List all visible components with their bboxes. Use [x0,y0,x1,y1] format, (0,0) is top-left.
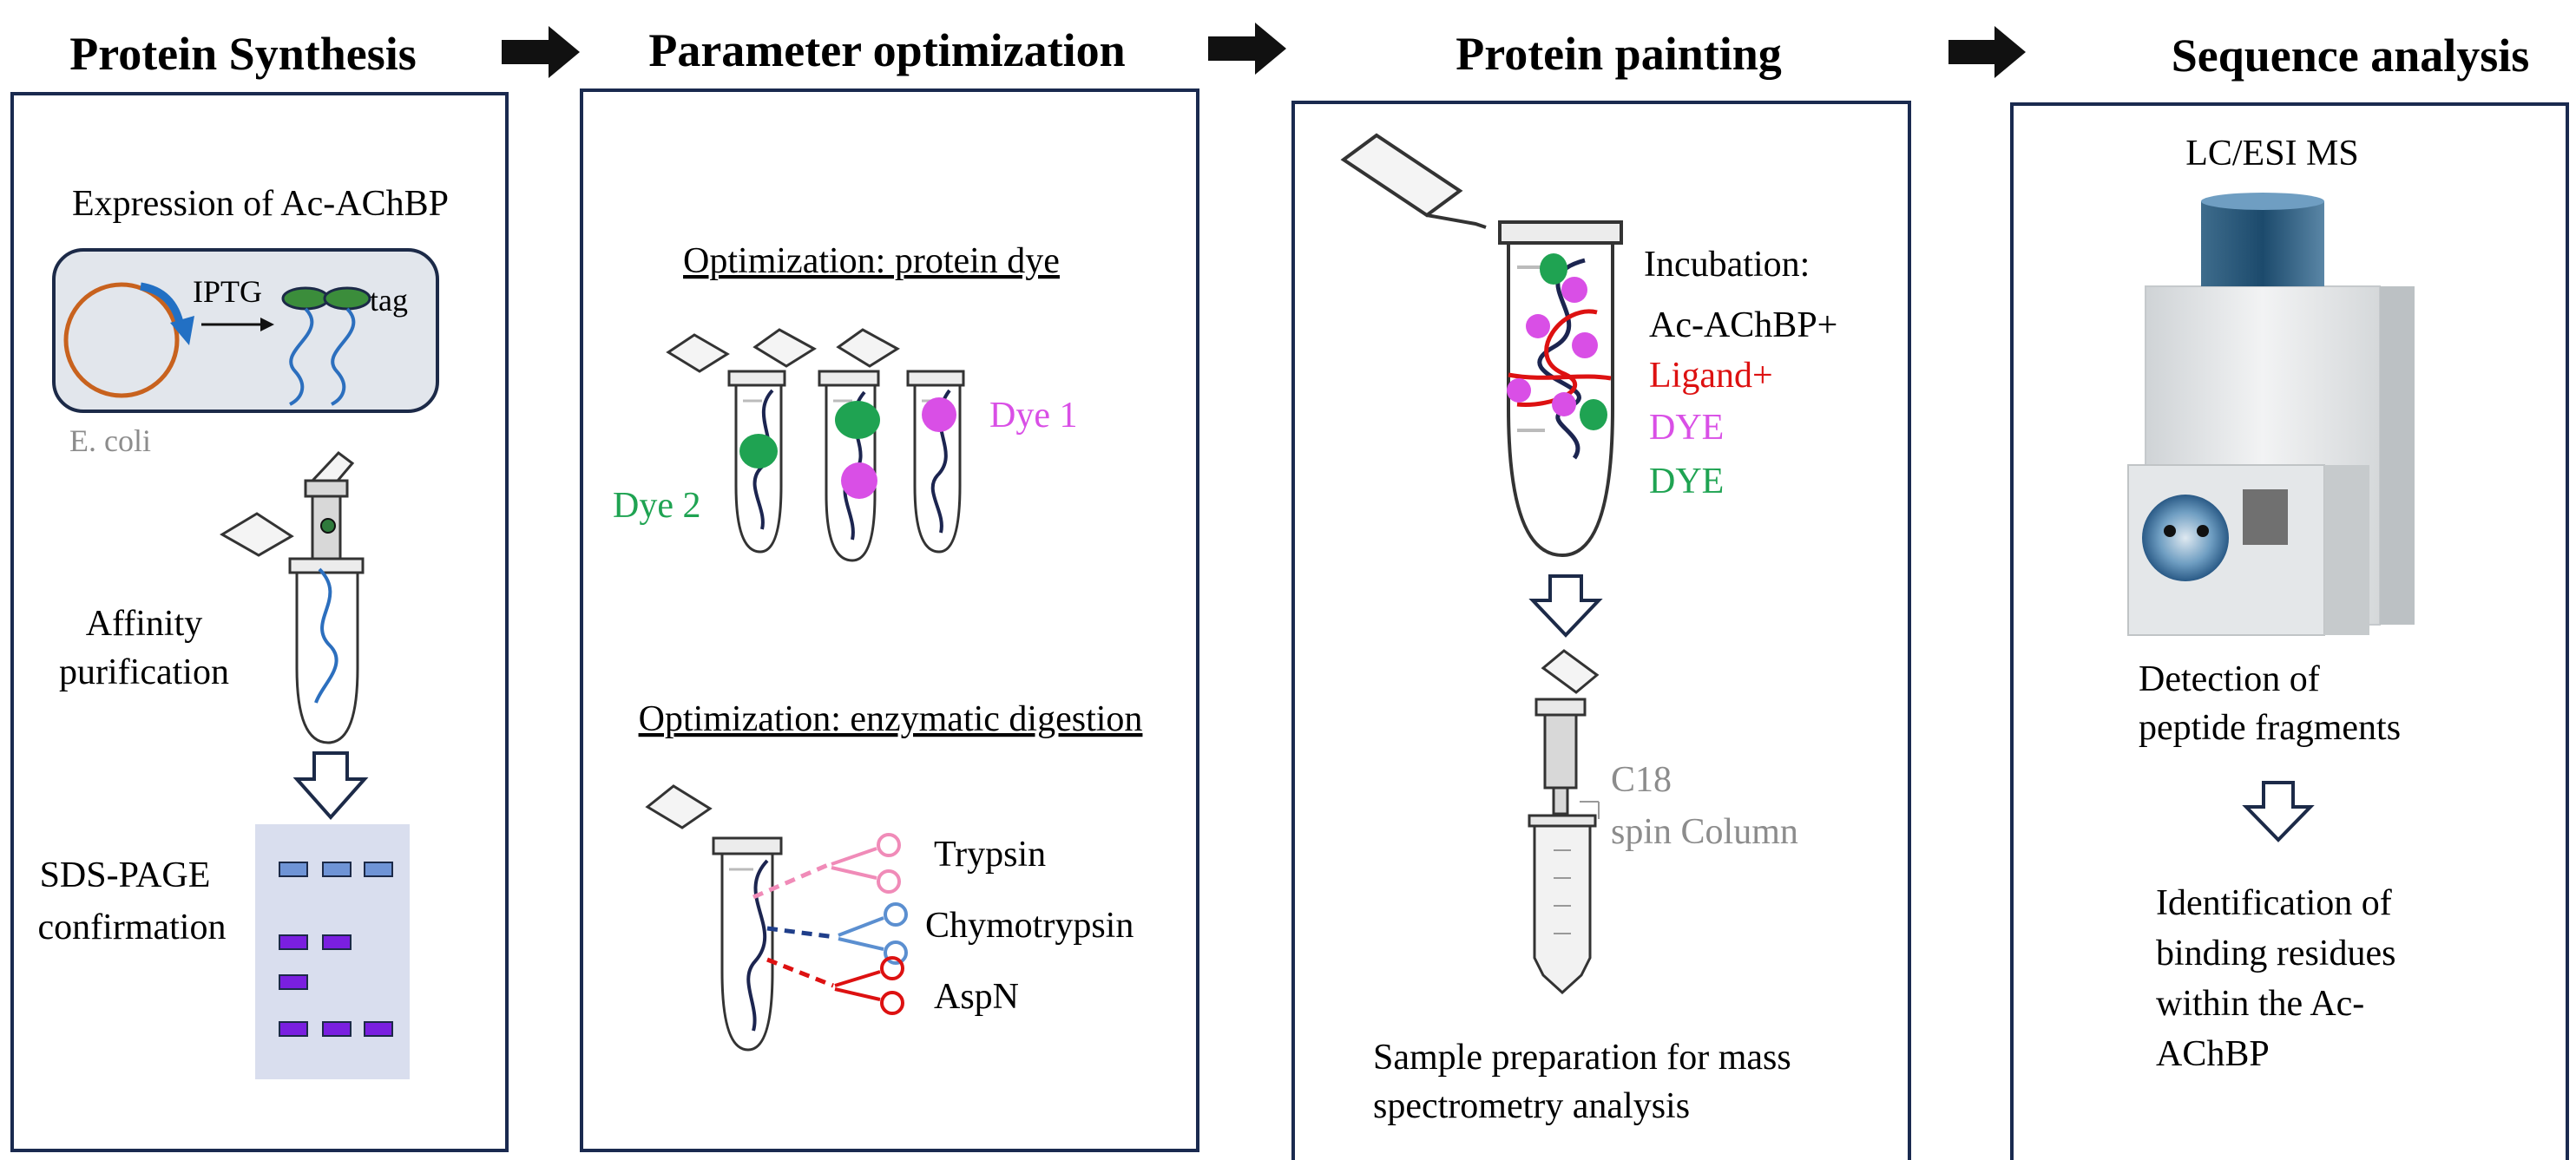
aspn-dash [766,957,834,988]
protein-strand-icon [289,307,314,406]
step-arrow-2-icon [1208,23,1286,75]
trypsin-scissors-icon [831,833,901,894]
detection-label-2: peptide fragments [2139,708,2401,748]
dye-optimization-heading: Optimization: protein dye [683,241,1060,281]
sds-label-2: confirmation [38,908,227,947]
mass-spectrometer-icon [2127,193,2415,636]
dye2-label: Dye 2 [613,486,700,526]
c18-spin-column-icon [1528,649,1600,995]
tag-label: tag [370,283,408,318]
dye1-label: Dye 1 [989,396,1077,436]
identification-label-4: AChBP [2156,1034,2270,1074]
incubation-item-dye-magenta: DYE [1649,408,1724,448]
sample-prep-label-2: spectrometry analysis [1373,1086,1690,1126]
aspn-scissors-icon [834,956,904,1015]
down-arrow-icon [292,751,369,821]
sds-page-gel [255,824,410,1079]
chymotrypsin-scissors-icon [838,902,908,965]
iptg-label: IPTG [193,274,262,309]
expression-curve-icon [140,282,185,328]
incubation-item-ligand: Ligand+ [1649,356,1773,396]
step-arrow-3-icon [1948,26,2026,78]
c18-label-1: C18 [1611,760,1672,800]
down-arrow-painting-icon [1528,574,1603,638]
affinity-column-icon [220,450,365,744]
panel-sequence-analysis [2010,102,2569,1160]
digestion-optimization-heading: Optimization: enzymatic digestion [639,699,1143,739]
tag-icon [281,286,330,311]
enzyme-aspn-label: AspN [934,977,1019,1017]
panel-protein-synthesis [10,92,509,1152]
step-title-protein-synthesis: Protein Synthesis [69,28,417,80]
instrument-label: LC/ESI MS [2185,134,2359,174]
sds-label-1: SDS-PAGE [40,855,211,895]
detection-label-1: Detection of [2139,659,2320,699]
dye-tube-1 [666,333,786,554]
expression-label: Expression of Ac-AChBP [72,184,449,224]
digestion-tube [645,784,783,1052]
trypsin-dash [752,862,831,900]
step-arrow-1-icon [502,26,580,78]
incubation-item-protein: Ac-AChBP+ [1649,305,1837,345]
sample-prep-label-1: Sample preparation for mass [1373,1038,1791,1078]
step-title-parameter-optimization: Parameter optimization [648,24,1125,76]
ecoli-label: E. coli [69,423,151,458]
enzyme-chymotrypsin-label: Chymotrypsin [925,906,1134,946]
dye-tube-2 [752,328,880,562]
panel-parameter-optimization [580,88,1199,1152]
identification-label-1: Identification of [2156,883,2392,923]
affinity-label-2: purification [59,652,229,692]
dye-tube-3 [836,328,965,554]
identification-label-3: within the Ac- [2156,984,2364,1024]
step-title-sequence-analysis: Sequence analysis [2172,29,2530,82]
enzyme-trypsin-label: Trypsin [934,835,1046,875]
affinity-label-1: Affinity [86,604,203,644]
incubation-label: Incubation: [1644,245,1810,285]
step-title-protein-painting: Protein painting [1456,28,1782,80]
panel-protein-painting [1291,101,1911,1160]
incubation-tube [1340,133,1623,558]
ecoli-cell: IPTG tag [52,248,439,413]
plasmid-icon [63,282,180,398]
identification-label-2: binding residues [2156,934,2395,973]
chymotrypsin-dash [766,926,836,940]
incubation-item-dye-green: DYE [1649,462,1724,501]
c18-label-2: spin Column [1611,812,1798,852]
down-arrow-sequence-icon [2242,781,2315,842]
